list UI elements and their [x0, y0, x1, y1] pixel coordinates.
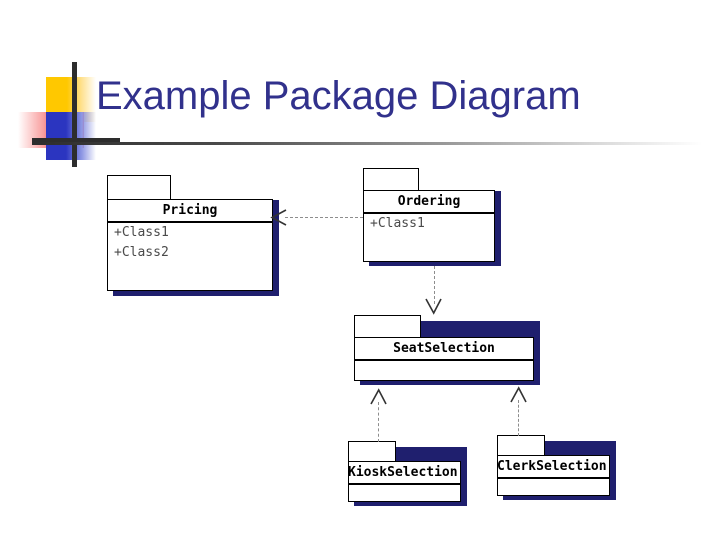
package-seat-selection-tab [354, 315, 421, 338]
dependency-kiosk-seatselection-line [378, 402, 379, 442]
package-ordering-divider [363, 212, 495, 214]
package-seat-selection-name: SeatSelection [393, 341, 495, 356]
package-pricing-member-0: +Class1 [114, 225, 169, 240]
package-kiosk-selection-tab [348, 441, 396, 462]
package-clerk-selection-name: ClerkSelection [497, 459, 607, 474]
package-pricing-member-1: +Class2 [114, 245, 169, 260]
package-seat-selection-divider [354, 359, 534, 361]
package-pricing-divider [107, 221, 273, 223]
package-ordering-body [363, 190, 495, 262]
package-clerk-selection-body [497, 455, 610, 496]
title-underline-rule [32, 142, 702, 145]
package-ordering-member-0: +Class1 [370, 216, 425, 231]
package-kiosk-selection-divider [348, 483, 461, 485]
logo-blue-square [46, 112, 96, 160]
dependency-ordering-seatselection-line [434, 266, 435, 304]
package-ordering-tab [363, 168, 419, 192]
dependency-ordering-pricing-line [285, 217, 363, 218]
decorative-logo-mark [18, 62, 120, 167]
dependency-ordering-pricing-arrowhead [268, 208, 288, 228]
package-ordering-name: Ordering [397, 194, 461, 209]
dependency-kiosk-seatselection-arrowhead [369, 388, 389, 408]
package-kiosk-selection-name: KioskSelection [348, 465, 458, 480]
logo-horizontal-bar [32, 138, 120, 142]
package-clerk-selection-tab [497, 435, 545, 456]
dependency-clerk-seatselection-line [518, 400, 519, 436]
package-pricing-body [107, 199, 273, 291]
package-pricing-name: Pricing [162, 203, 218, 218]
dependency-ordering-seatselection-arrowhead [424, 298, 444, 318]
package-pricing-tab [107, 175, 171, 201]
page-title: Example Package Diagram [96, 74, 581, 118]
package-kiosk-selection-body [348, 461, 461, 502]
package-clerk-selection-divider [497, 477, 610, 479]
dependency-clerk-seatselection-arrowhead [509, 386, 529, 406]
logo-vertical-bar [72, 62, 77, 167]
